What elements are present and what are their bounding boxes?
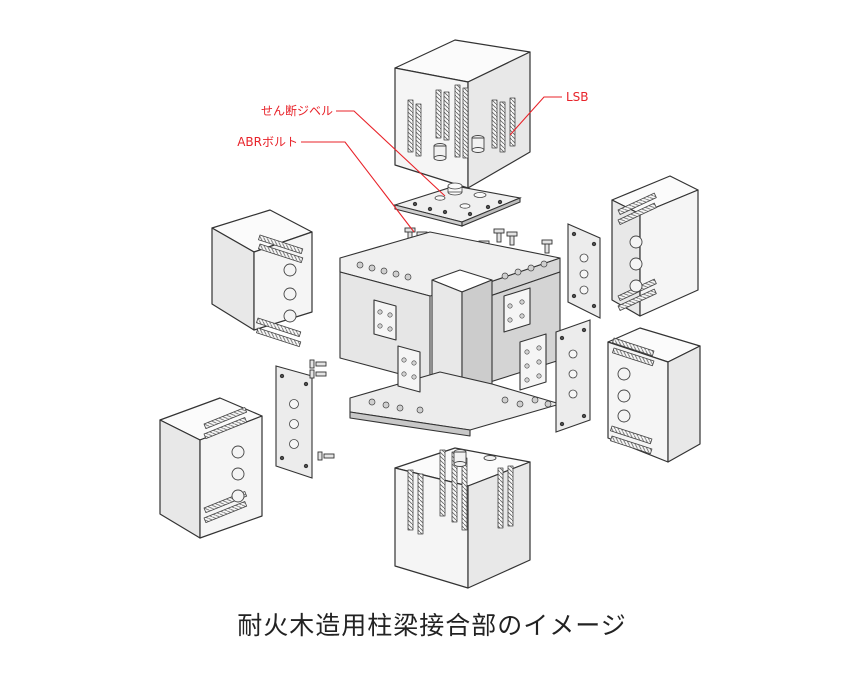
callout-label-shear-dowel: せん断ジベル: [261, 103, 333, 118]
lower-column-block: [394, 447, 531, 589]
callout-lsb: LSB: [509, 90, 589, 136]
left-side-plate: [275, 365, 313, 479]
callout-abr-bolt: ABRボルト: [237, 135, 415, 233]
top-base-plate: [392, 182, 522, 227]
right-lower-side-plate: [555, 319, 591, 433]
callout-shear-dowel: せん断ジベル: [261, 103, 446, 197]
figure-caption: 耐火木造用柱梁接合部のイメージ: [237, 611, 627, 640]
abr-bolts-left: [309, 359, 335, 461]
central-steel-joint: [339, 231, 561, 437]
right-upper-side-plate: [567, 223, 601, 319]
right-lower-beam-block: [607, 327, 701, 463]
left-upper-beam-block: [211, 209, 313, 348]
right-upper-beam-block: [611, 175, 699, 317]
lsb-rods-upper: [407, 84, 516, 159]
exploded-joint-diagram: せん断ジベル ABRボルト LSB: [159, 39, 701, 589]
left-lower-beam-block: [159, 397, 263, 539]
upper-column-block: [394, 39, 531, 189]
callout-label-abr-bolt: ABRボルト: [237, 135, 298, 149]
shear-dowels-upper: [433, 135, 485, 161]
callout-label-lsb: LSB: [566, 90, 589, 104]
